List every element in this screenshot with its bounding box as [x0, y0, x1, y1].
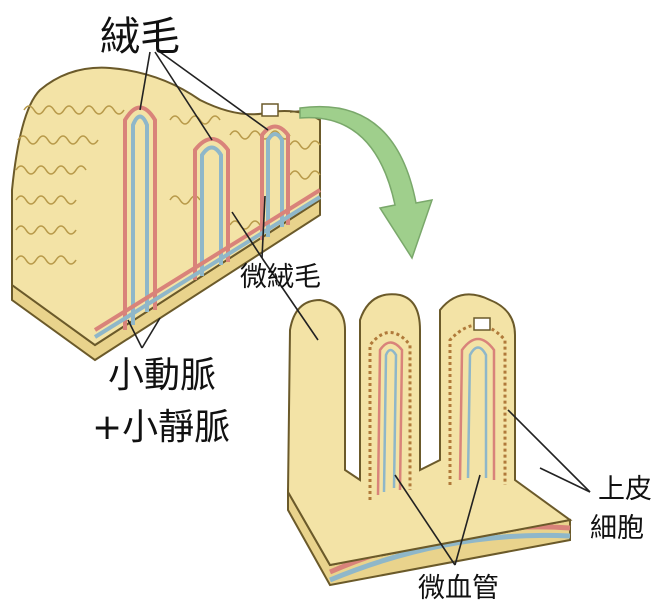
capillary-label: 微血管 — [418, 566, 499, 605]
villus-detail-block — [288, 294, 570, 585]
epithelial-label-line1: 上皮 — [598, 467, 652, 506]
epithelial-label-line2: 細胞 — [590, 506, 644, 545]
villi-block — [12, 68, 320, 360]
arteriole-label: 小動脈 — [108, 346, 216, 398]
villi-label: 絨毛 — [100, 4, 180, 62]
venule-label: +小靜脈 — [92, 398, 230, 450]
microvilli-label: 微絨毛 — [240, 255, 321, 294]
